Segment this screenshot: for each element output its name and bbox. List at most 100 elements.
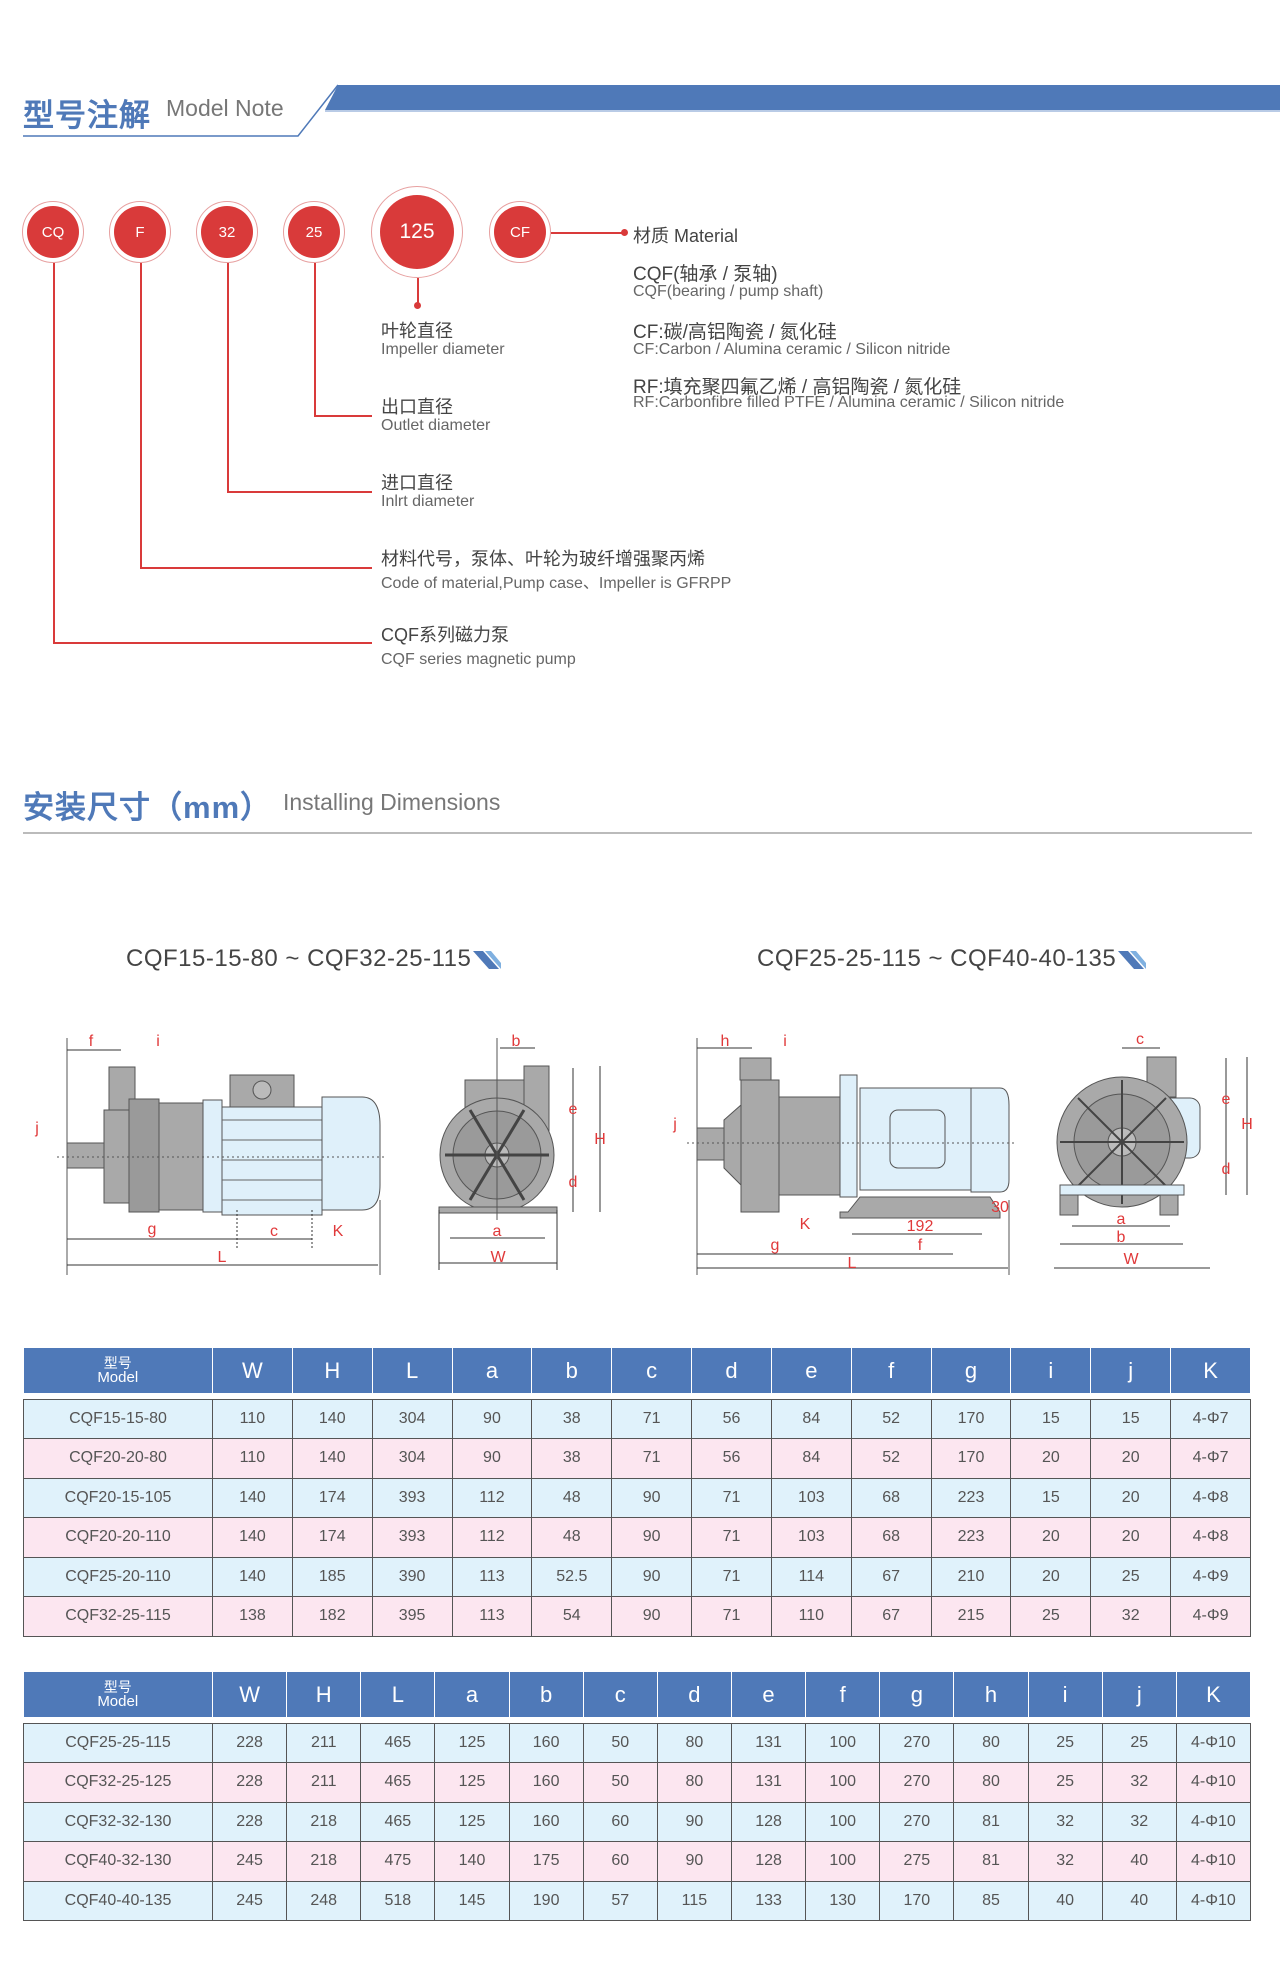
dim-label-f: f	[918, 1237, 923, 1254]
value-cell: 32	[1101, 1801, 1177, 1842]
column-header-d: d	[657, 1672, 732, 1717]
value-cell: 71	[691, 1477, 772, 1518]
diagram-title-text: CQF25-25-115 ~ CQF40-40-135	[757, 945, 1117, 972]
dim-label-i: i	[156, 1033, 160, 1050]
value-cell: 71	[691, 1517, 772, 1558]
code-circle-125: 125	[371, 186, 463, 278]
value-cell: 85	[953, 1880, 1029, 1921]
value-cell: 52	[850, 1438, 932, 1479]
value-cell: 38	[531, 1438, 613, 1479]
column-header-a: a	[434, 1672, 510, 1717]
value-cell: 32	[1027, 1801, 1103, 1842]
value-cell: 50	[582, 1762, 658, 1803]
value-cell: 67	[850, 1556, 932, 1597]
value-cell: 170	[930, 1398, 1012, 1439]
value-cell: 80	[953, 1722, 1029, 1763]
value-cell: 465	[360, 1722, 436, 1763]
model-cell: CQF20-20-80	[23, 1438, 213, 1479]
dim-label-a: a	[1117, 1211, 1126, 1228]
value-cell: 90	[611, 1596, 693, 1637]
dim-label-j: j	[34, 1120, 39, 1137]
value-cell: 174	[291, 1477, 373, 1518]
value-cell: 110	[212, 1398, 293, 1439]
install-title-en: Installing Dimensions	[283, 789, 501, 815]
value-cell: 56	[691, 1438, 772, 1479]
connector	[314, 415, 372, 417]
dim-label-k: K	[800, 1216, 811, 1233]
column-header-j: j	[1102, 1672, 1177, 1717]
value-cell: 140	[212, 1517, 293, 1558]
spacer	[23, 1393, 1251, 1399]
dim-label-b: b	[512, 1033, 521, 1050]
value-cell: 25	[1010, 1596, 1092, 1637]
value-cell: 174	[291, 1517, 373, 1558]
material-item-cn: RF:填充聚四氟乙烯 / 高铝陶瓷 / 氮化硅	[633, 377, 962, 398]
value-cell: 160	[508, 1722, 584, 1763]
connector	[140, 263, 142, 568]
connector	[417, 278, 419, 306]
model-cell: CQF25-20-110	[23, 1556, 213, 1597]
value-cell: 218	[286, 1801, 362, 1842]
value-cell: 90	[656, 1841, 732, 1882]
column-header-e: e	[731, 1672, 807, 1717]
value-cell: 15	[1090, 1398, 1172, 1439]
value-cell: 248	[286, 1880, 362, 1921]
value-cell: 245	[211, 1880, 288, 1921]
value-cell: 113	[451, 1556, 533, 1597]
value-cell: 71	[691, 1556, 772, 1597]
value-cell: 81	[953, 1841, 1029, 1882]
value-cell: 90	[451, 1438, 533, 1479]
column-header-L: L	[360, 1672, 436, 1717]
dim-label-h: H	[594, 1131, 606, 1148]
code-text: CF	[494, 206, 546, 258]
column-header-g: g	[879, 1672, 955, 1717]
dim-label-w: W	[490, 1249, 506, 1266]
material-item-en: CQF(bearing / pump shaft)	[633, 283, 824, 300]
value-cell: 160	[508, 1762, 584, 1803]
value-cell: 25	[1027, 1762, 1103, 1803]
value-cell: 110	[770, 1596, 852, 1637]
value-cell: 15	[1010, 1398, 1092, 1439]
section-title-en: Model Note	[166, 95, 284, 121]
spacer	[23, 1717, 1251, 1723]
column-header-b: b	[531, 1348, 613, 1393]
value-cell: 175	[508, 1841, 584, 1882]
value-cell: 100	[805, 1762, 881, 1803]
column-header-K: K	[1170, 1348, 1251, 1393]
dim-label-l: L	[848, 1255, 857, 1272]
column-header-i: i	[1010, 1348, 1092, 1393]
value-cell: 68	[850, 1517, 932, 1558]
value-cell: 90	[611, 1517, 693, 1558]
value-cell: 40	[1027, 1880, 1103, 1921]
value-cell: 4-Φ10	[1175, 1880, 1252, 1921]
value-cell: 52	[850, 1398, 932, 1439]
value-cell: 15	[1010, 1477, 1092, 1518]
value-cell: 465	[360, 1801, 436, 1842]
value-cell: 32	[1101, 1762, 1177, 1803]
value-cell: 100	[805, 1801, 881, 1842]
value-cell: 131	[730, 1722, 807, 1763]
value-cell: 112	[451, 1477, 533, 1518]
value-cell: 270	[879, 1722, 955, 1763]
model-cell: CQF25-25-115	[23, 1722, 213, 1763]
dim-label-d: d	[569, 1174, 578, 1191]
connector-dot	[414, 302, 421, 309]
value-cell: 215	[930, 1596, 1012, 1637]
model-header-en: Model	[97, 1693, 139, 1710]
value-cell: 20	[1090, 1517, 1172, 1558]
value-cell: 40	[1101, 1841, 1177, 1882]
value-cell: 67	[850, 1596, 932, 1637]
value-cell: 125	[434, 1762, 510, 1803]
column-header-c: c	[583, 1672, 658, 1717]
dim-label-30: 30	[991, 1199, 1009, 1216]
model-header-cn: 型号	[103, 1679, 132, 1695]
explanation-en: Impeller diameter	[381, 341, 505, 358]
value-cell: 113	[451, 1596, 533, 1637]
value-cell: 20	[1090, 1438, 1172, 1479]
value-cell: 110	[212, 1438, 293, 1479]
dimension-drawings: f i j g c K L b e H d a W h i j K 192 30…	[34, 1031, 1253, 1275]
